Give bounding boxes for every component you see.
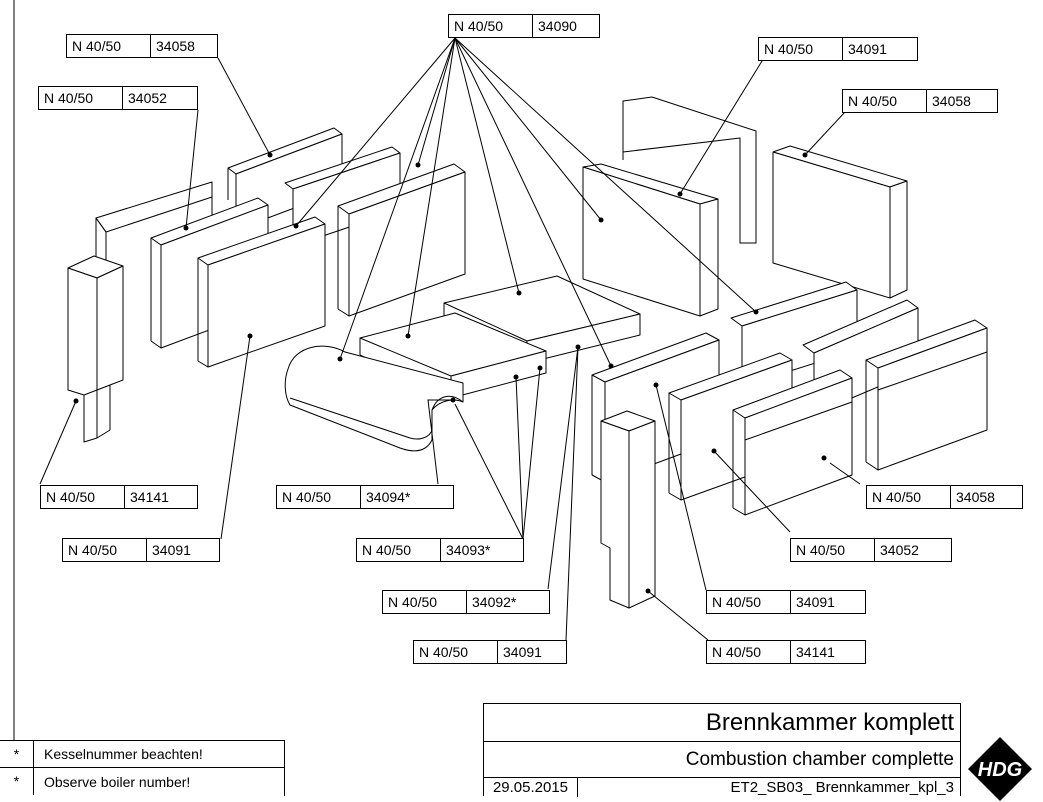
material-label: N 40/50 — [357, 539, 441, 561]
callout-34091-left: N 40/50 34091 — [62, 538, 220, 562]
pillar-34141-right — [600, 410, 656, 609]
note-marker: * — [0, 768, 34, 795]
material-label: N 40/50 — [759, 38, 843, 60]
slab-34094-curved — [284, 345, 464, 452]
part-number: 34141 — [796, 644, 835, 660]
brick-34058-right — [772, 145, 908, 299]
brick-back-right-top — [622, 96, 757, 244]
callout-34058-top-left: N 40/50 34058 — [66, 34, 218, 58]
part-number: 34090 — [538, 18, 577, 34]
brick-front-right-step — [732, 369, 853, 516]
note-row: * Observe boiler number! — [0, 768, 284, 795]
hdg-logo: HDG — [968, 737, 1032, 801]
callout-34141-left: N 40/50 34141 — [40, 485, 198, 509]
note-text: Kesselnummer beachten! — [44, 746, 203, 762]
material-label: N 40/50 — [707, 591, 791, 613]
part-number: 34091 — [152, 542, 191, 558]
part-number: 34093* — [446, 542, 491, 558]
material-label: N 40/50 — [383, 591, 467, 613]
callout-34093: N 40/50 34093* — [356, 538, 524, 562]
part-number: 34058 — [156, 38, 195, 54]
slab-34092-floor — [359, 312, 547, 399]
brick-34058-right-front — [865, 319, 988, 471]
material-label: N 40/50 — [277, 486, 361, 508]
brick-34091-left — [197, 216, 326, 368]
callout-34090: N 40/50 34090 — [448, 14, 600, 38]
material-label: N 40/50 — [791, 539, 875, 561]
pillar-34141-left — [67, 255, 124, 443]
material-label: N 40/50 — [67, 35, 151, 57]
part-number: 34141 — [130, 489, 169, 505]
part-number: 34058 — [956, 489, 995, 505]
callout-34058-top-right: N 40/50 34058 — [842, 89, 998, 113]
drawing-date: 29.05.2015 — [484, 778, 578, 797]
drawing-subtitle: Combustion chamber complette — [484, 742, 960, 778]
callout-34052-top-left: N 40/50 34052 — [38, 86, 198, 110]
part-number: 34058 — [932, 93, 971, 109]
part-number: 34091 — [848, 41, 887, 57]
notes-table: * Kesselnummer beachten! * Observe boile… — [0, 740, 285, 796]
callout-34091-top-right: N 40/50 34091 — [758, 37, 918, 61]
part-number: 34052 — [128, 90, 167, 106]
callout-34094: N 40/50 34094* — [276, 485, 454, 509]
title-block-bottom-row: 29.05.2015 ET2_SB03_ Brennkammer_kpl_3 — [484, 778, 960, 797]
part-number: 34094* — [366, 489, 411, 505]
note-marker: * — [0, 741, 34, 767]
title-block: Brennkammer komplett Combustion chamber … — [483, 703, 961, 797]
material-label: N 40/50 — [41, 486, 125, 508]
callout-34091-bottom: N 40/50 34091 — [413, 640, 567, 664]
part-number: 34052 — [880, 542, 919, 558]
callout-34092: N 40/50 34092* — [382, 590, 550, 614]
material-label: N 40/50 — [39, 87, 123, 109]
callout-34052-right: N 40/50 34052 — [790, 538, 952, 562]
callout-34091-right: N 40/50 34091 — [706, 590, 866, 614]
callout-34141-right: N 40/50 34141 — [706, 640, 866, 664]
material-label: N 40/50 — [414, 641, 498, 663]
brick-34091-right-large — [582, 163, 719, 317]
part-number: 34092* — [472, 594, 517, 610]
material-label: N 40/50 — [449, 15, 533, 37]
drawing-code: ET2_SB03_ Brennkammer_kpl_3 — [730, 779, 954, 796]
callout-34058-right: N 40/50 34058 — [866, 485, 1023, 509]
part-number: 34091 — [796, 594, 835, 610]
logo-text: HDG — [978, 759, 1022, 781]
material-label: N 40/50 — [707, 641, 791, 663]
drawing-title: Brennkammer komplett — [484, 704, 960, 742]
part-number: 34091 — [503, 644, 542, 660]
material-label: N 40/50 — [843, 90, 927, 112]
material-label: N 40/50 — [867, 486, 951, 508]
material-label: N 40/50 — [63, 539, 147, 561]
note-text: Observe boiler number! — [44, 773, 191, 790]
note-row: * Kesselnummer beachten! — [0, 741, 284, 768]
